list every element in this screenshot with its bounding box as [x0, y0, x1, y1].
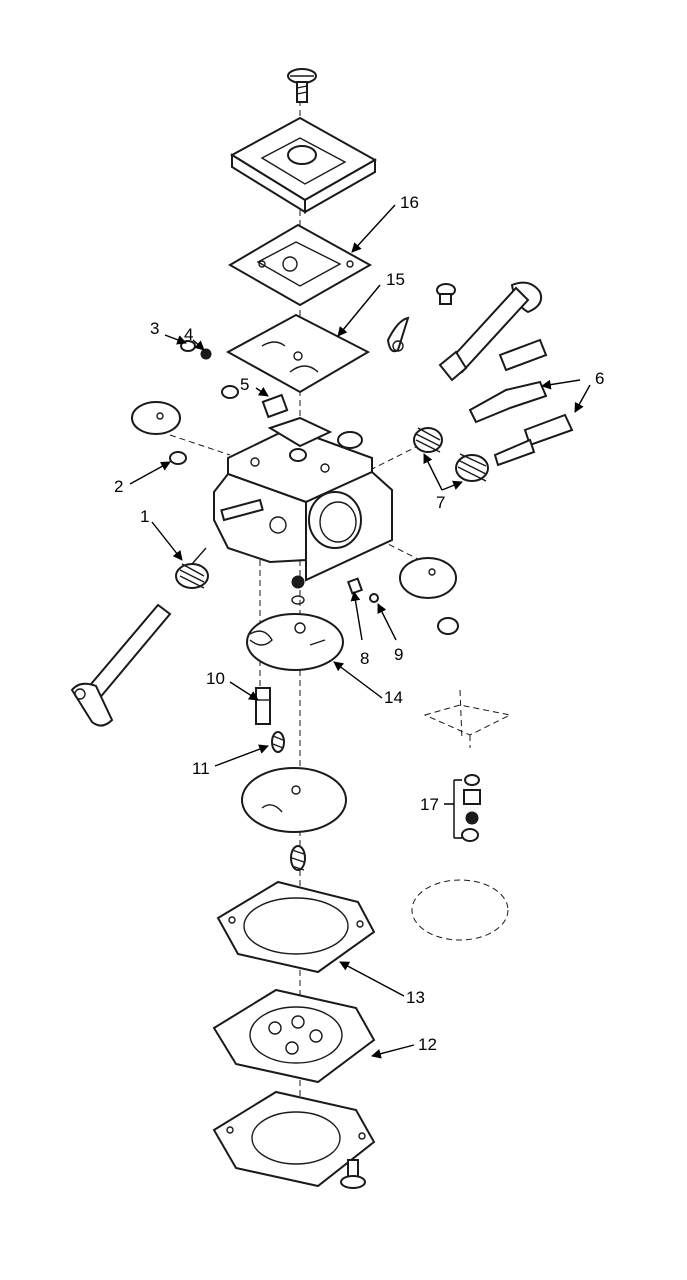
inlet-fitting: [386, 283, 456, 353]
check-valve-parts: [131, 340, 289, 465]
metering-diaphragm: [241, 767, 347, 833]
bottom-cover-screw: [340, 1159, 366, 1189]
throttle-plate-parts: [346, 557, 459, 635]
callout-17: 17: [420, 795, 439, 814]
callout-11: 11: [192, 759, 210, 778]
inlet-needle-lever-pin: [255, 687, 285, 753]
mixture-needles: [468, 338, 574, 467]
callout-5: 5: [240, 375, 249, 394]
callout-16: 16: [400, 193, 419, 212]
callout-3: 3: [150, 319, 159, 338]
top-cover-screw: [287, 68, 317, 103]
pump-cover: [230, 116, 378, 214]
throttle-shaft: [438, 281, 543, 382]
metering-plate: [246, 613, 344, 671]
pump-gasket: [228, 223, 373, 307]
callout-8: 8: [360, 649, 369, 668]
callout-2: 2: [114, 477, 123, 496]
callout-15: 15: [386, 270, 405, 289]
callout-12: 12: [418, 1035, 437, 1054]
choke-shaft-and-spring: [70, 547, 209, 727]
metering-gasket: [216, 880, 376, 974]
callout-7: 7: [436, 493, 445, 512]
pump-diaphragm: [225, 313, 371, 394]
inlet-needle-parts: [291, 575, 305, 605]
callout-10: 10: [206, 669, 225, 688]
needle-springs: [413, 427, 489, 482]
callout-leaders: [129, 204, 591, 1059]
callout-6: 6: [595, 369, 604, 388]
callout-14: 14: [384, 688, 403, 707]
carburetor-body: [213, 416, 393, 582]
callout-9: 9: [394, 645, 403, 664]
diaphragm-cover: [212, 988, 376, 1084]
bottom-cover: [212, 1090, 376, 1188]
callout-1: 1: [140, 507, 149, 526]
inset-detail-17: [411, 689, 512, 941]
callout-13: 13: [406, 988, 425, 1007]
metering-spring: [290, 845, 306, 871]
callout-4: 4: [184, 325, 193, 344]
